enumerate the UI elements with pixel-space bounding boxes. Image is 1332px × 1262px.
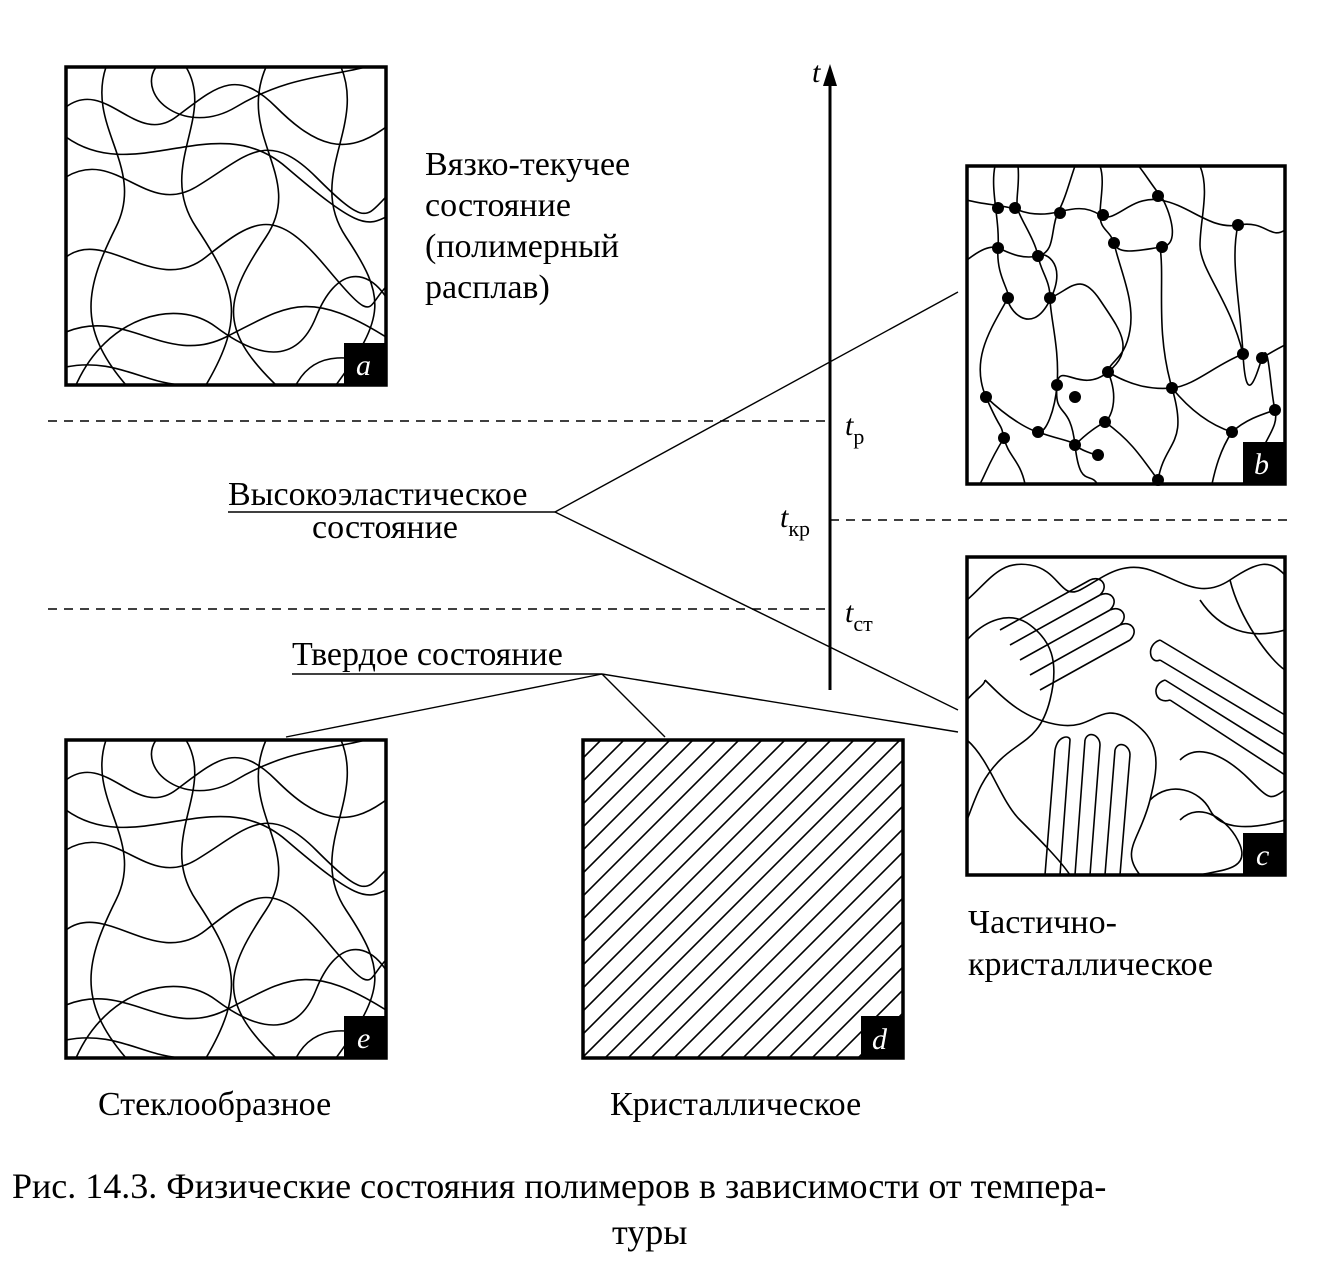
panel-d-tag: d: [872, 1023, 888, 1056]
panel-c-tag: c: [1256, 839, 1269, 872]
panel-b: b: [965, 164, 1287, 486]
axis-arrowhead: [823, 64, 837, 86]
figure-caption-line2: туры: [612, 1212, 687, 1252]
panel-b-tag: b: [1254, 448, 1269, 481]
panel-d: d: [581, 738, 905, 1060]
tst-label: tст: [845, 596, 873, 636]
leader-to-panel-b: [554, 291, 959, 513]
axis-label: t: [812, 56, 821, 89]
crystalline-label: Кристаллическое: [610, 1086, 861, 1123]
leader-to-panel-c-solid: [601, 673, 959, 733]
panel-a-tag: a: [356, 349, 371, 382]
tp-label: tр: [845, 409, 864, 449]
high-elastic-label: Высокоэластическое состояние: [228, 476, 536, 546]
panel-c: c: [965, 555, 1287, 877]
figure-caption-line1: Рис. 14.3. Физические состояния полимеро…: [12, 1166, 1106, 1206]
leader-to-panel-c: [554, 511, 959, 711]
glassy-label: Стеклообразное: [98, 1086, 331, 1123]
partially-crystalline-label: Частично- кристаллическое: [968, 904, 1213, 983]
leader-to-panel-e: [285, 673, 603, 738]
solid-label: Твердое состояние: [292, 636, 563, 673]
panel-a: a: [64, 65, 388, 387]
panel-e: e: [64, 738, 388, 1060]
viscous-flow-label: Вязко-текучее состояние (полимерный расп…: [425, 146, 639, 306]
panel-e-tag: e: [357, 1022, 370, 1055]
tkr-label: tкр: [780, 501, 810, 541]
leader-to-panel-d: [601, 673, 666, 738]
